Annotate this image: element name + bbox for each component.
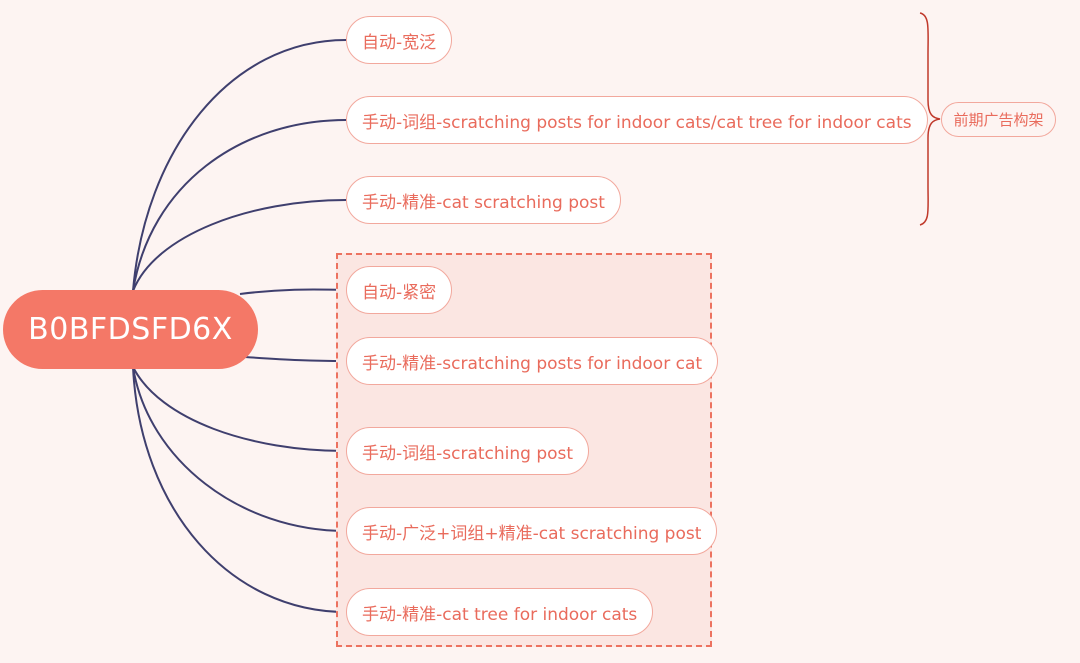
connector-branch-8 [132, 366, 347, 613]
connector-branch-2 [132, 119, 347, 292]
connector-branch-6 [132, 366, 347, 452]
summary-node[interactable]: 前期广告构架 [941, 102, 1056, 137]
branch-node-broad-phrase-exact[interactable]: 手动-广泛+词组+精准-cat scratching post [346, 507, 718, 555]
connector-branch-4 [239, 288, 347, 295]
branch-node-exact-cat-tree[interactable]: 手动-精准-cat tree for indoor cats [346, 588, 654, 636]
branch-node-auto-close[interactable]: 自动-紧密 [346, 266, 453, 314]
branch-node-phrase-scratching-post[interactable]: 手动-词组-scratching post [346, 427, 590, 475]
connector-branch-5 [244, 356, 347, 362]
branch-node-exact-indoor-cat[interactable]: 手动-精准-scratching posts for indoor cat [346, 337, 719, 385]
branch-node-exact-cat-scratching-post[interactable]: 手动-精准-cat scratching post [346, 176, 621, 224]
branch-node-auto-broad[interactable]: 自动-宽泛 [346, 16, 453, 64]
connector-branch-1 [132, 39, 347, 292]
connector-branch-7 [132, 366, 347, 532]
root-node[interactable]: B0BFDSFD6X [3, 290, 258, 369]
summary-brace [919, 12, 941, 226]
branch-node-phrase-indoor-cats[interactable]: 手动-词组-scratching posts for indoor cats/c… [346, 96, 928, 144]
connector-branch-3 [132, 199, 347, 292]
